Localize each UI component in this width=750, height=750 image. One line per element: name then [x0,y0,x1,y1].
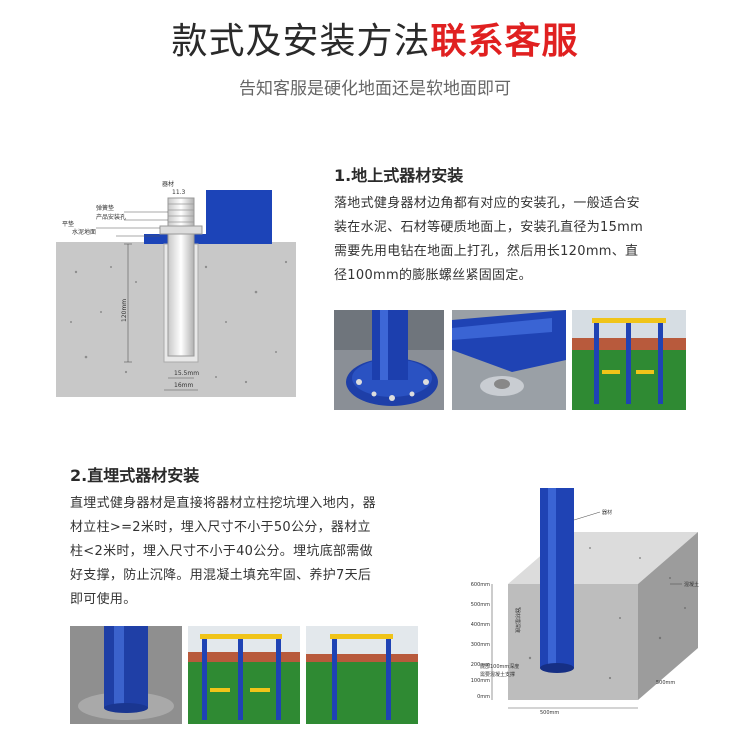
section1-line: 需要先用电钻在地面上打孔，然后用长120mm、直 [334,244,639,259]
section2-line: 即可使用。 [70,592,137,607]
label-dim-len: 120mm [121,299,128,322]
anchor-bolt [167,197,195,357]
buried-pole [540,488,574,668]
label-bottom-note-2: 需要混凝土支撑 [480,671,515,678]
label-equipment-2: 器材 [602,509,612,516]
section2-heading: 2.直埋式器材安装 [70,466,200,485]
label-width-2: 500mm [656,680,675,686]
photo-base-plate [334,310,444,410]
photo-outdoor-equipment-1 [572,310,686,410]
label-equipment: 器材 [162,180,174,188]
label-width-1: 500mm [540,710,559,716]
section2-line: 好支撑，防止沉降。用混凝土填充牢固、养护7天后 [70,568,372,583]
photo-buried-post [70,626,182,724]
section1-line: 落地式健身器材边角都有对应的安装孔，一般适合安 [334,196,640,211]
page-subtitle: 告知客服是硬化地面还是软地面即可 [239,79,511,99]
label-bottom-note-1: 底部100mm深度 [480,663,519,670]
tick-label: 600mm [471,582,490,588]
tick-label: 300mm [471,642,490,648]
section1-line: 径100mm的膨胀螺丝紧固固定。 [334,268,532,283]
tick-label: 200mm [471,662,490,668]
tick-label: 500mm [471,602,490,608]
title-contact: 联系客服 [430,21,579,62]
tick-label: 0mm [477,694,490,700]
photo-outdoor-equipment-2 [188,626,300,724]
label-concrete: 混凝土 [684,581,699,588]
label-cement: 水泥地面 [72,228,96,236]
section1-text: 落地式健身器材边角都有对应的安装孔，一般适合安 装在水泥、石材等硬质地面上，安装… [334,192,734,288]
tick-label: 100mm [471,678,490,684]
label-depth: 器材埋深度 [514,608,521,633]
page-title: 款式及安装方法联系客服 [0,18,750,66]
label-washer: 弹簧垫 [96,204,114,212]
section1-line: 装在水泥、石材等硬质地面上，安装孔直径为15mm [334,220,644,235]
label-dim-d1: 15.5mm [174,370,199,377]
label-dim-d2: 16mm [174,382,193,389]
photo-outdoor-equipment-3 [306,626,418,724]
section2-line: 直埋式健身器材是直接将器材立柱挖坑埋入地内，器 [70,496,376,511]
burial-diagram: 600mm 500mm 400mm 300mm 200mm 100mm 0mm … [470,488,710,720]
tick-label: 400mm [471,622,490,628]
section1-heading: 1.地上式器材安装 [334,166,464,185]
photo-bracket-foot [452,310,566,410]
label-dim-top: 11.3 [172,189,186,196]
label-flat: 平垫 [62,220,74,228]
section2-text: 直埋式健身器材是直接将器材立柱挖坑埋入地内，器 材立柱>=2米时，埋入尺寸不小于… [70,492,420,612]
section2-line: 柱<2米时，埋入尺寸不小于40公分。埋坑底部需做 [70,544,373,559]
bolt-install-diagram: 器材 弹簧垫 产品安装孔 平垫 水泥地面 11.3 15.5mm 16mm 12… [56,172,296,397]
section2-line: 材立柱>=2米时，埋入尺寸不小于50公分，器材立 [70,520,371,535]
label-hole: 产品安装孔 [96,213,126,221]
title-main: 款式及安装方法 [171,21,431,62]
